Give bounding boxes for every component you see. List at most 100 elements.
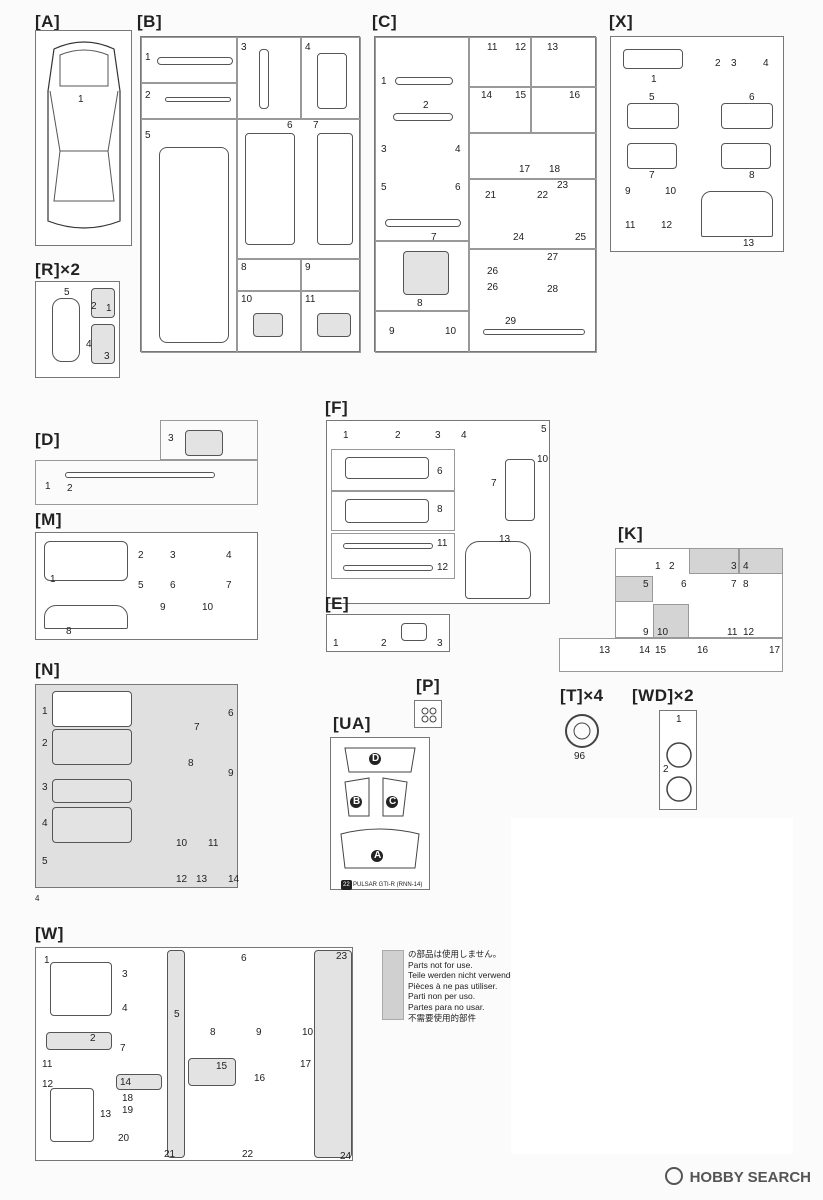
unused-parts-swatch [382, 950, 404, 1020]
part-number: 4 [743, 561, 749, 572]
sprue-frame-f: 1 2 3 4 5 6 8 7 10 11 12 13 [326, 420, 550, 604]
part-number: 2 [91, 301, 97, 312]
part-number: 29 [505, 316, 517, 327]
axle-part [385, 219, 461, 227]
exhaust-pipe-part [314, 950, 352, 1158]
bar-part [395, 77, 453, 85]
floor-part [50, 962, 112, 1016]
part-number: 8 [66, 626, 72, 637]
part-number: 4 [122, 1003, 128, 1014]
part-number: 13 [100, 1109, 112, 1120]
sprue-frame-e: 1 2 3 [326, 614, 450, 652]
cell [35, 460, 258, 505]
part-number: 11 [625, 220, 636, 231]
part-number: 6 [681, 579, 687, 590]
part-number: 28 [547, 284, 559, 295]
part-number: 9 [228, 768, 234, 779]
part-number: 2 [381, 638, 387, 649]
cell [160, 420, 258, 460]
part-number: 1 [42, 706, 48, 717]
section-label-d: [D] [35, 430, 61, 449]
cell [469, 37, 531, 87]
part-number: 11 [42, 1059, 53, 1070]
part-number: 22 [537, 190, 549, 201]
seat-back-part [52, 691, 132, 727]
part-number: 13 [547, 42, 559, 53]
cell [739, 548, 783, 574]
part-number: 13 [599, 645, 611, 656]
cell [531, 87, 597, 133]
part-number: 8 [749, 170, 755, 181]
part-number: 5 [649, 92, 655, 103]
part-number: 2 [67, 483, 73, 494]
part-number: 7 [431, 232, 437, 243]
glass-part [721, 143, 771, 169]
part-number: 2 [42, 738, 48, 749]
part-number: 1 [655, 561, 661, 572]
sprue-frame-wd: 1 2 [659, 710, 697, 810]
lens-cluster-icon [421, 707, 437, 723]
sprue-frame-d: 3 1 2 [35, 420, 258, 505]
part-number: 10 [445, 326, 457, 337]
part-number: 10 [665, 186, 677, 197]
part-number: 26 [487, 282, 499, 293]
section-label-x: [X] [609, 12, 634, 31]
part-number: 4 [86, 339, 92, 350]
cell [331, 491, 455, 531]
footer-badge: 22 [341, 880, 352, 890]
part-number: 10 [302, 1027, 314, 1038]
glass-part [701, 191, 773, 237]
part-number: 4 [461, 430, 467, 441]
sprue-frame-ua: D B C A 22 PULSAR GTI-R (RNN-14) [330, 737, 430, 890]
part-number: 6 [749, 92, 755, 103]
mask-letter-b: B [353, 796, 361, 807]
part-number: 7 [649, 170, 655, 181]
cell [331, 449, 455, 491]
part-number: 6 [170, 580, 176, 591]
cell [237, 291, 301, 353]
cell [141, 37, 237, 83]
cell [237, 119, 361, 259]
hood-part [465, 541, 531, 599]
part-number: 6 [241, 953, 247, 964]
legend-line: 不需要使用的部件 [408, 1012, 477, 1023]
part-number: 1 [381, 76, 387, 87]
part-number: 9 [389, 326, 395, 337]
part-number: 6 [437, 466, 443, 477]
glass-part [623, 49, 683, 69]
part-number: 7 [120, 1043, 126, 1054]
section-label-a: [A] [35, 12, 61, 31]
side-skirt-part [343, 543, 433, 549]
part-number: 26 [487, 266, 499, 277]
tray-part [188, 1058, 236, 1086]
part-number: 23 [336, 951, 348, 962]
part-number: 25 [575, 232, 587, 243]
glass-part [627, 143, 677, 169]
part-number: 10 [202, 602, 214, 613]
crossmember-part [317, 53, 347, 109]
part-number: 1 [333, 638, 339, 649]
part-number: 18 [549, 164, 561, 175]
part-number: 3 [381, 144, 387, 155]
part-number: 5 [145, 130, 151, 141]
side-skirt-part [343, 565, 433, 571]
part-number: 11 [487, 42, 498, 53]
part-number: 6 [287, 120, 293, 131]
section-label-k: [K] [618, 524, 644, 543]
part-number: 5 [174, 1009, 180, 1020]
part-number: 12 [661, 220, 673, 231]
dashboard-part [44, 541, 128, 581]
seat-part [52, 779, 132, 803]
section-label-c: [C] [372, 12, 398, 31]
part-number: 1 [45, 481, 51, 492]
bumper-part [345, 457, 429, 479]
part-number: 3 [122, 969, 128, 980]
section-label-wd: [WD]×2 [632, 686, 695, 705]
part-number: 6 [228, 708, 234, 719]
sprue-frame-x: 1 2 3 4 5 6 7 8 9 10 11 12 13 [610, 36, 784, 252]
part-number: 12 [437, 562, 449, 573]
part-number: 4 [763, 58, 769, 69]
radiator-part [253, 313, 283, 337]
part-number: 1 [106, 303, 112, 314]
watermark-text: HOBBY SEARCH [689, 1169, 811, 1186]
